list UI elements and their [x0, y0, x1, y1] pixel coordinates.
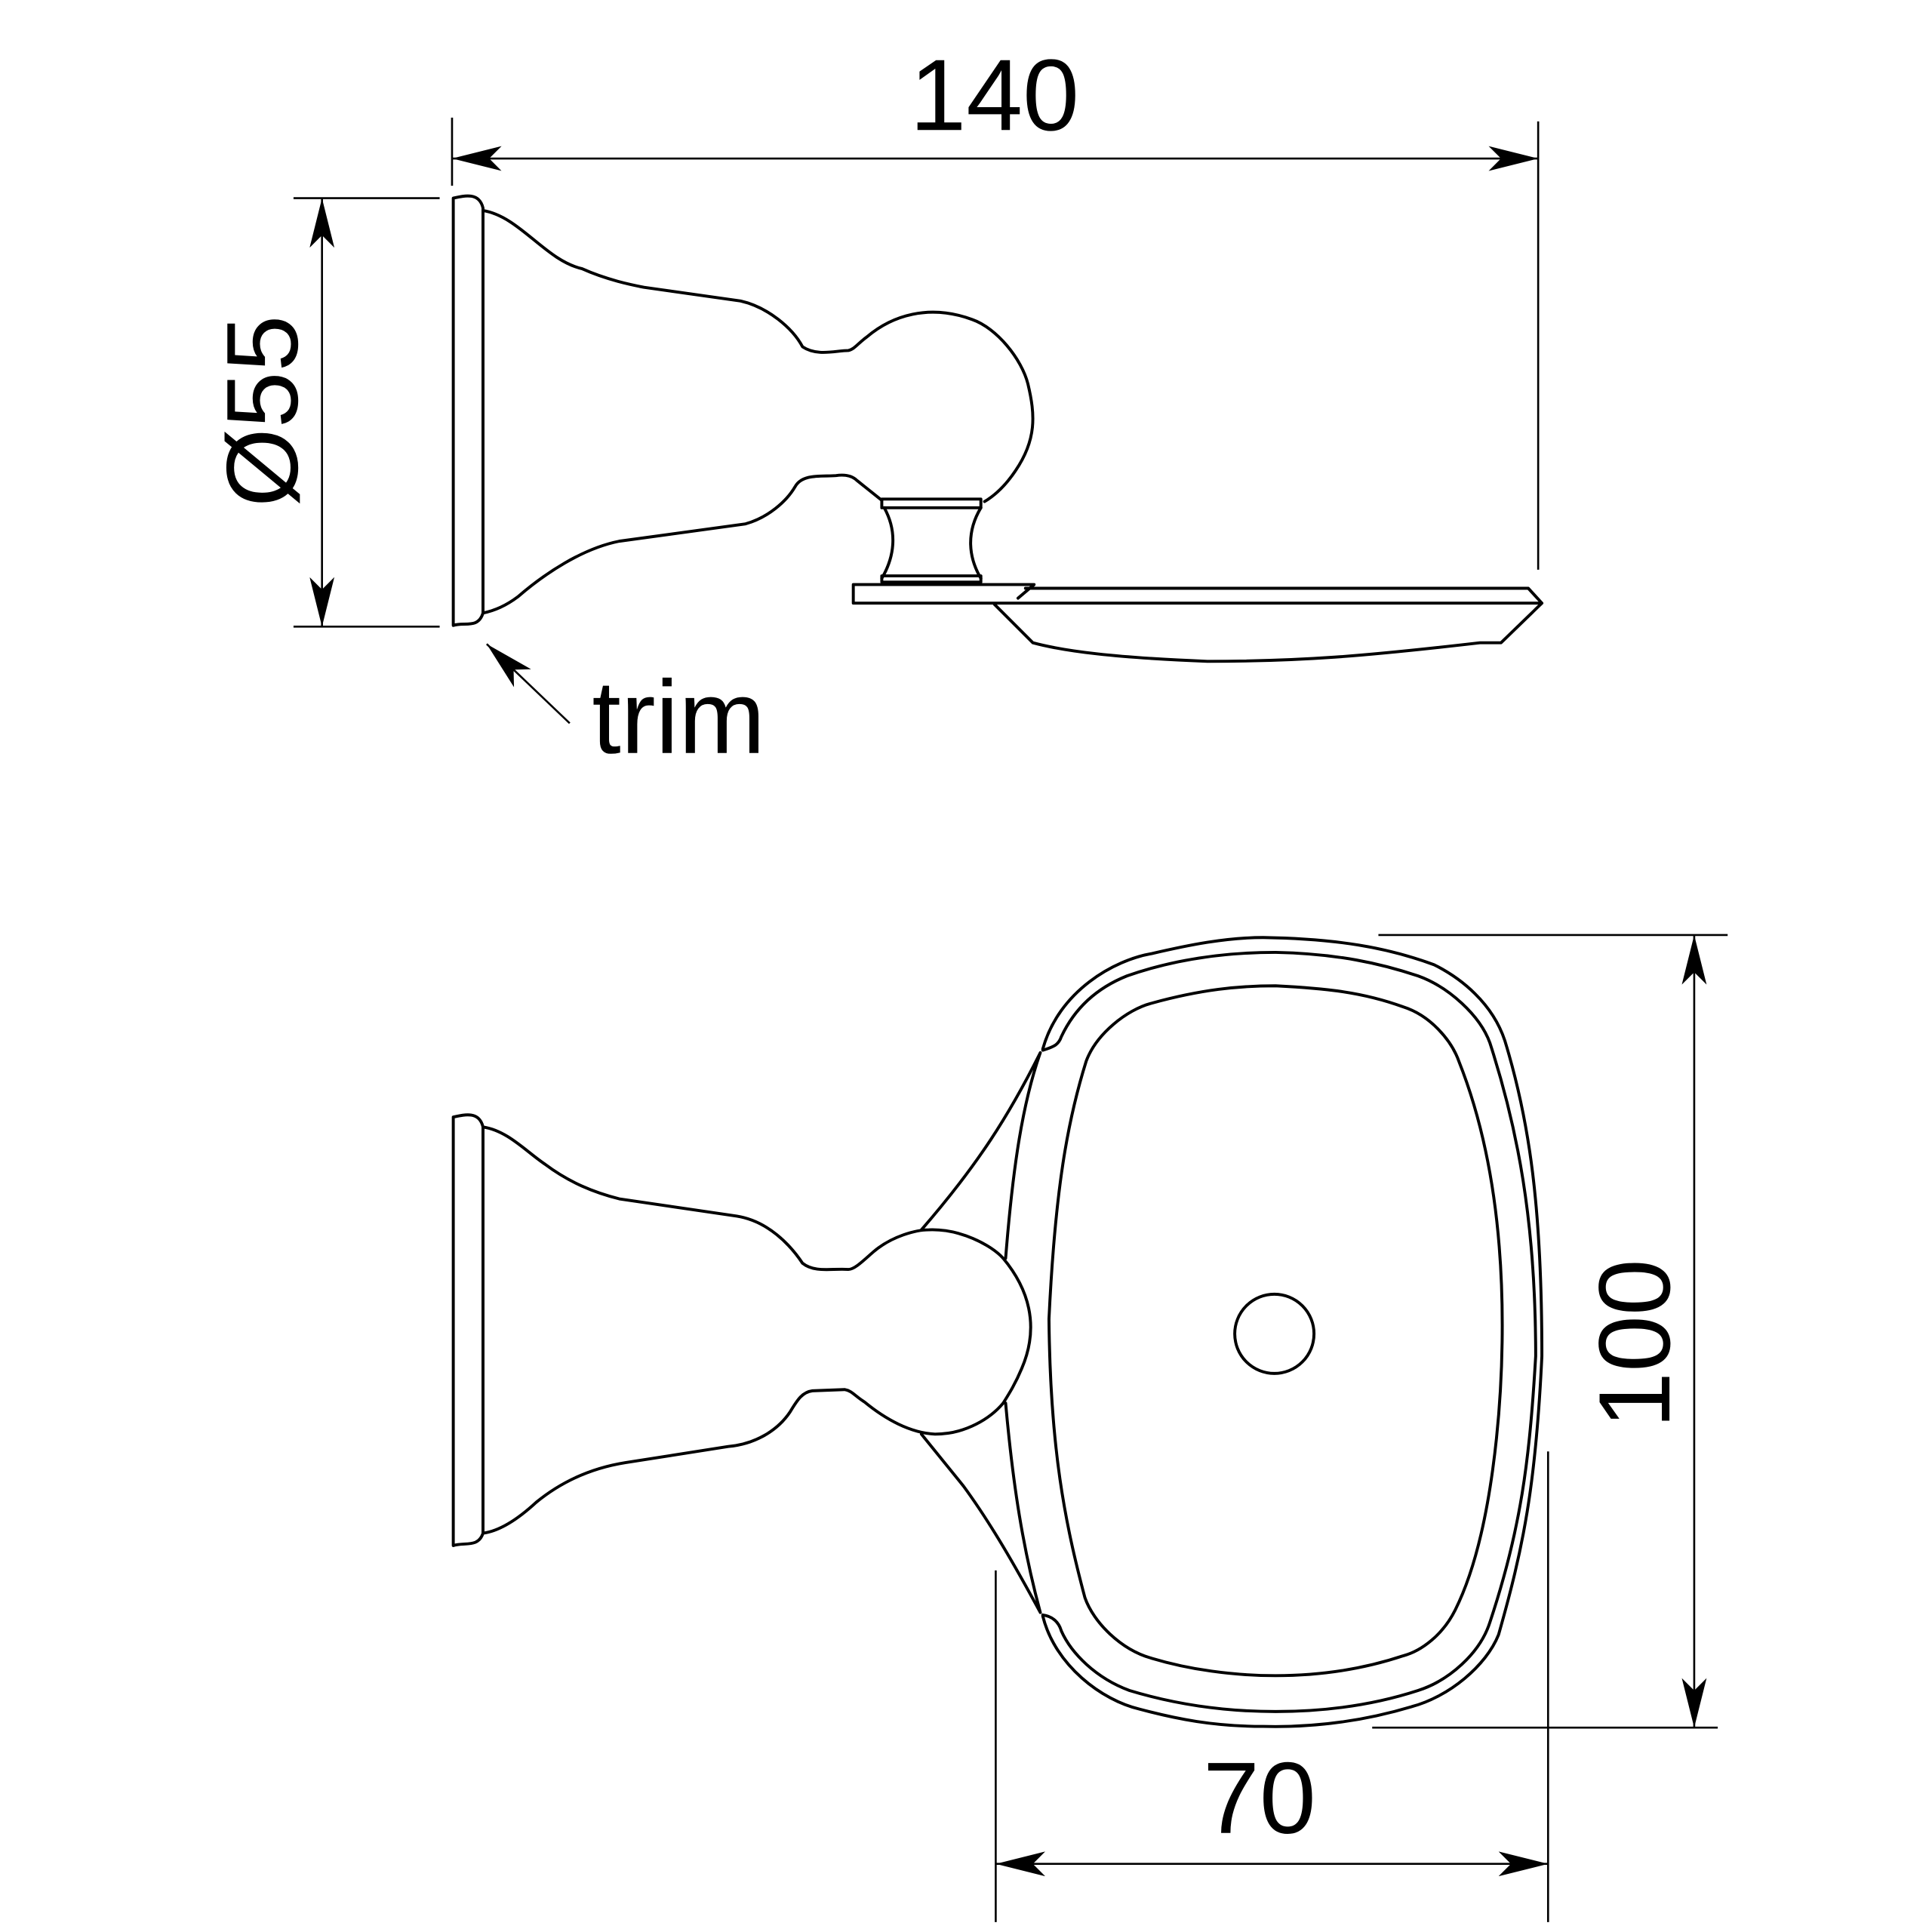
body-upper-profile — [481, 209, 1035, 503]
neck — [880, 506, 983, 580]
wall-plate-side — [451, 194, 485, 627]
body-upper-plan — [481, 1125, 1005, 1272]
dimension-label-100: 100 — [1577, 1259, 1691, 1429]
trim-label: trim — [592, 660, 765, 776]
dimension-label-70: 70 — [1203, 1741, 1316, 1855]
dimension-base-diameter: Ø55 — [205, 197, 440, 628]
neck-ring — [880, 574, 983, 584]
dish-outer-rim — [1041, 936, 1544, 1728]
holder-arms — [919, 1051, 1042, 1614]
plan-view — [451, 936, 1544, 1728]
dish-inner-basin — [1047, 984, 1504, 1678]
dimension-overall-length: 140 — [451, 38, 1540, 570]
ball-knob — [1001, 1257, 1032, 1405]
body-lower-profile — [481, 473, 884, 615]
collar — [880, 497, 983, 509]
dish-side — [851, 583, 1544, 663]
dimension-dish-height: 100 — [1372, 934, 1728, 1729]
dimension-dish-width: 70 — [995, 1451, 1549, 1922]
wall-plate-plan — [451, 1113, 485, 1547]
trim-callout: trim — [486, 643, 765, 776]
dish-middle-rim — [1041, 950, 1537, 1713]
side-view — [451, 194, 1544, 663]
dimension-label-diameter-55: Ø55 — [205, 315, 319, 507]
drain-hole — [1233, 1292, 1316, 1375]
dimension-label-140: 140 — [909, 38, 1079, 152]
body-lower-plan — [481, 1388, 1005, 1535]
